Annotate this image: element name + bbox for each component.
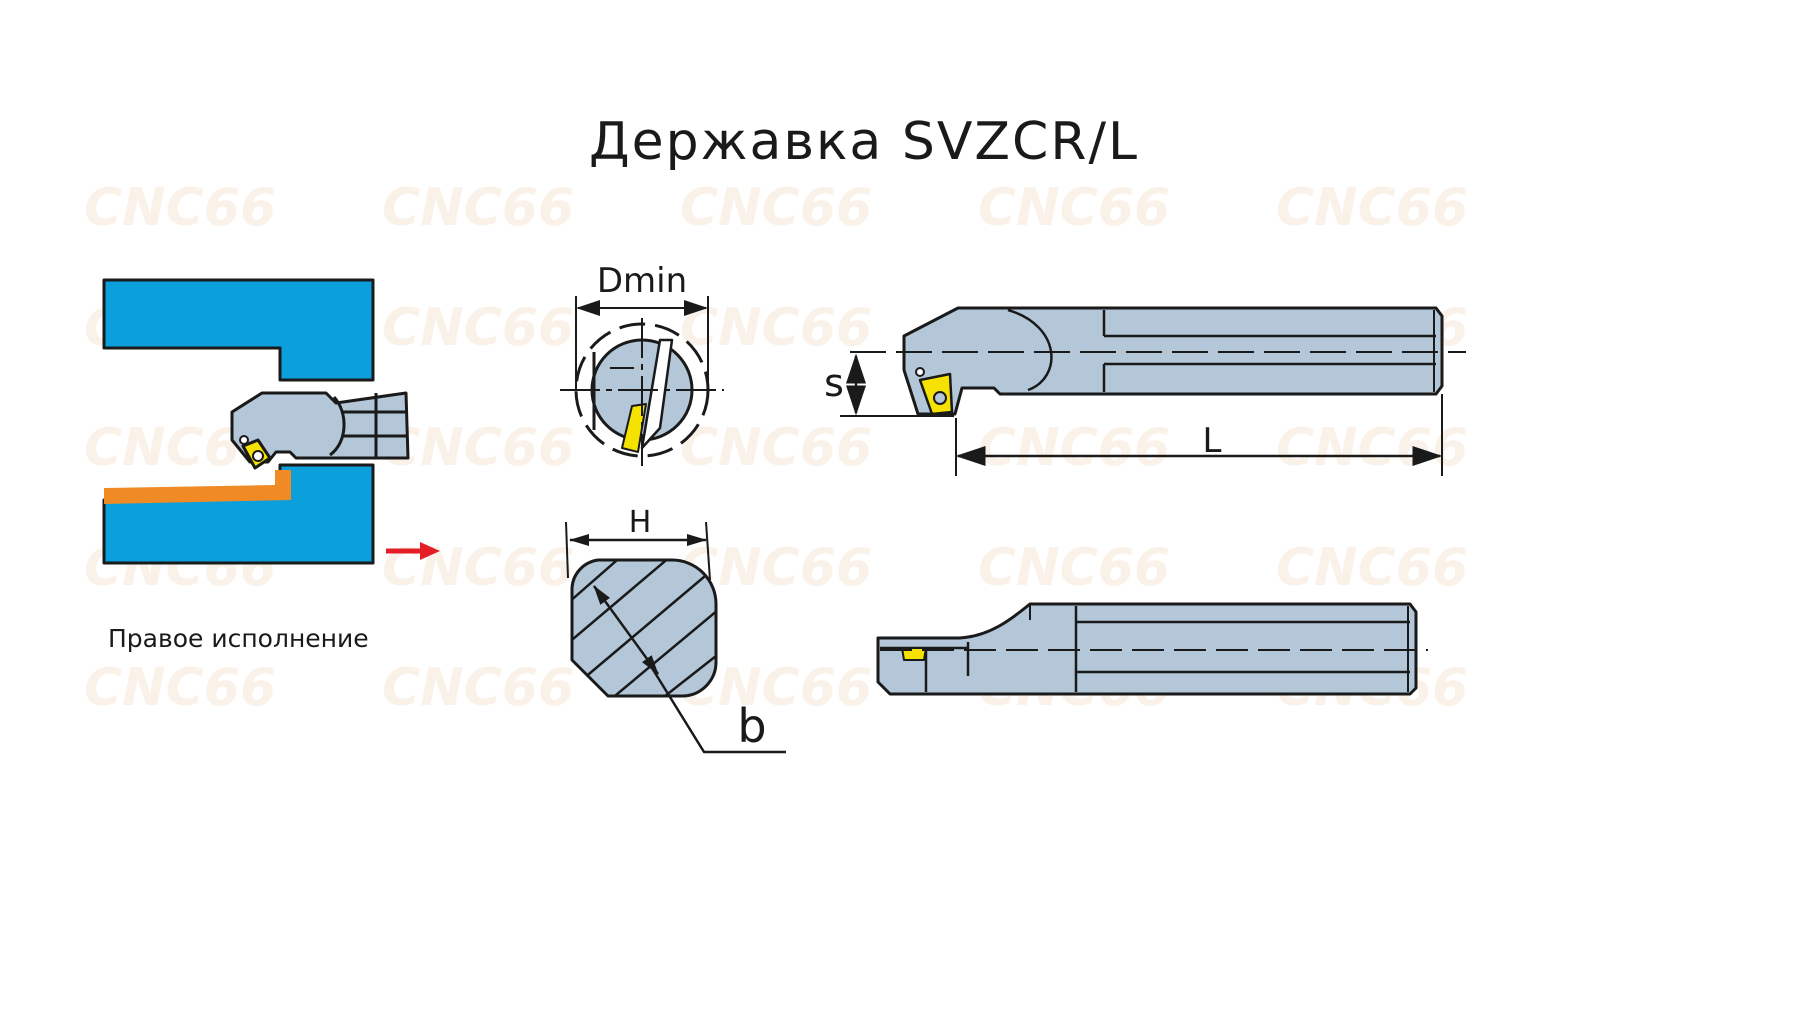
workpiece-lower bbox=[102, 463, 375, 565]
dmin-label: Dmin bbox=[597, 261, 687, 301]
watermark-text: CNC66 bbox=[680, 178, 872, 238]
watermark-text: CNC66 bbox=[382, 178, 574, 238]
watermark-text: CNC66 bbox=[382, 538, 574, 598]
page-title: Державка SVZCR/L bbox=[589, 112, 1139, 172]
watermark-text: CNC66 bbox=[84, 658, 276, 718]
s-label: s bbox=[824, 361, 844, 405]
caption-right-hand: Правое исполнение bbox=[108, 624, 369, 653]
holder-front-view bbox=[876, 602, 1428, 696]
watermark-text: CNC66 bbox=[382, 298, 574, 358]
watermark-text: CNC66 bbox=[382, 418, 574, 478]
left-tool-body bbox=[230, 391, 410, 464]
watermark-text: CNC66 bbox=[1276, 178, 1468, 238]
diagram-canvas: CNC66 CNC66 CNC66 CNC66 CNC66 CNC66 CNC6… bbox=[84, 178, 1468, 754]
workpiece-illustration bbox=[102, 278, 410, 565]
watermark-text: CNC66 bbox=[680, 298, 872, 358]
shank-section-view bbox=[565, 521, 786, 754]
watermark-text: CNC66 bbox=[1276, 538, 1468, 598]
watermark-text: CNC66 bbox=[978, 178, 1170, 238]
feed-arrow-icon bbox=[386, 542, 440, 560]
dmin-section-view bbox=[560, 296, 724, 466]
watermark-text: CNC66 bbox=[1276, 418, 1468, 478]
b-label: b bbox=[737, 699, 766, 753]
holder-top-view bbox=[840, 306, 1466, 476]
workpiece-upper bbox=[102, 278, 375, 382]
l-label: L bbox=[1203, 421, 1222, 461]
watermark-text: CNC66 bbox=[382, 658, 574, 718]
watermark-text: CNC66 bbox=[978, 418, 1170, 478]
chip-layer bbox=[104, 470, 291, 504]
watermark-text: CNC66 bbox=[978, 538, 1170, 598]
h-label: H bbox=[629, 505, 652, 540]
watermark-text: CNC66 bbox=[84, 178, 276, 238]
watermark-text: CNC66 bbox=[680, 418, 872, 478]
